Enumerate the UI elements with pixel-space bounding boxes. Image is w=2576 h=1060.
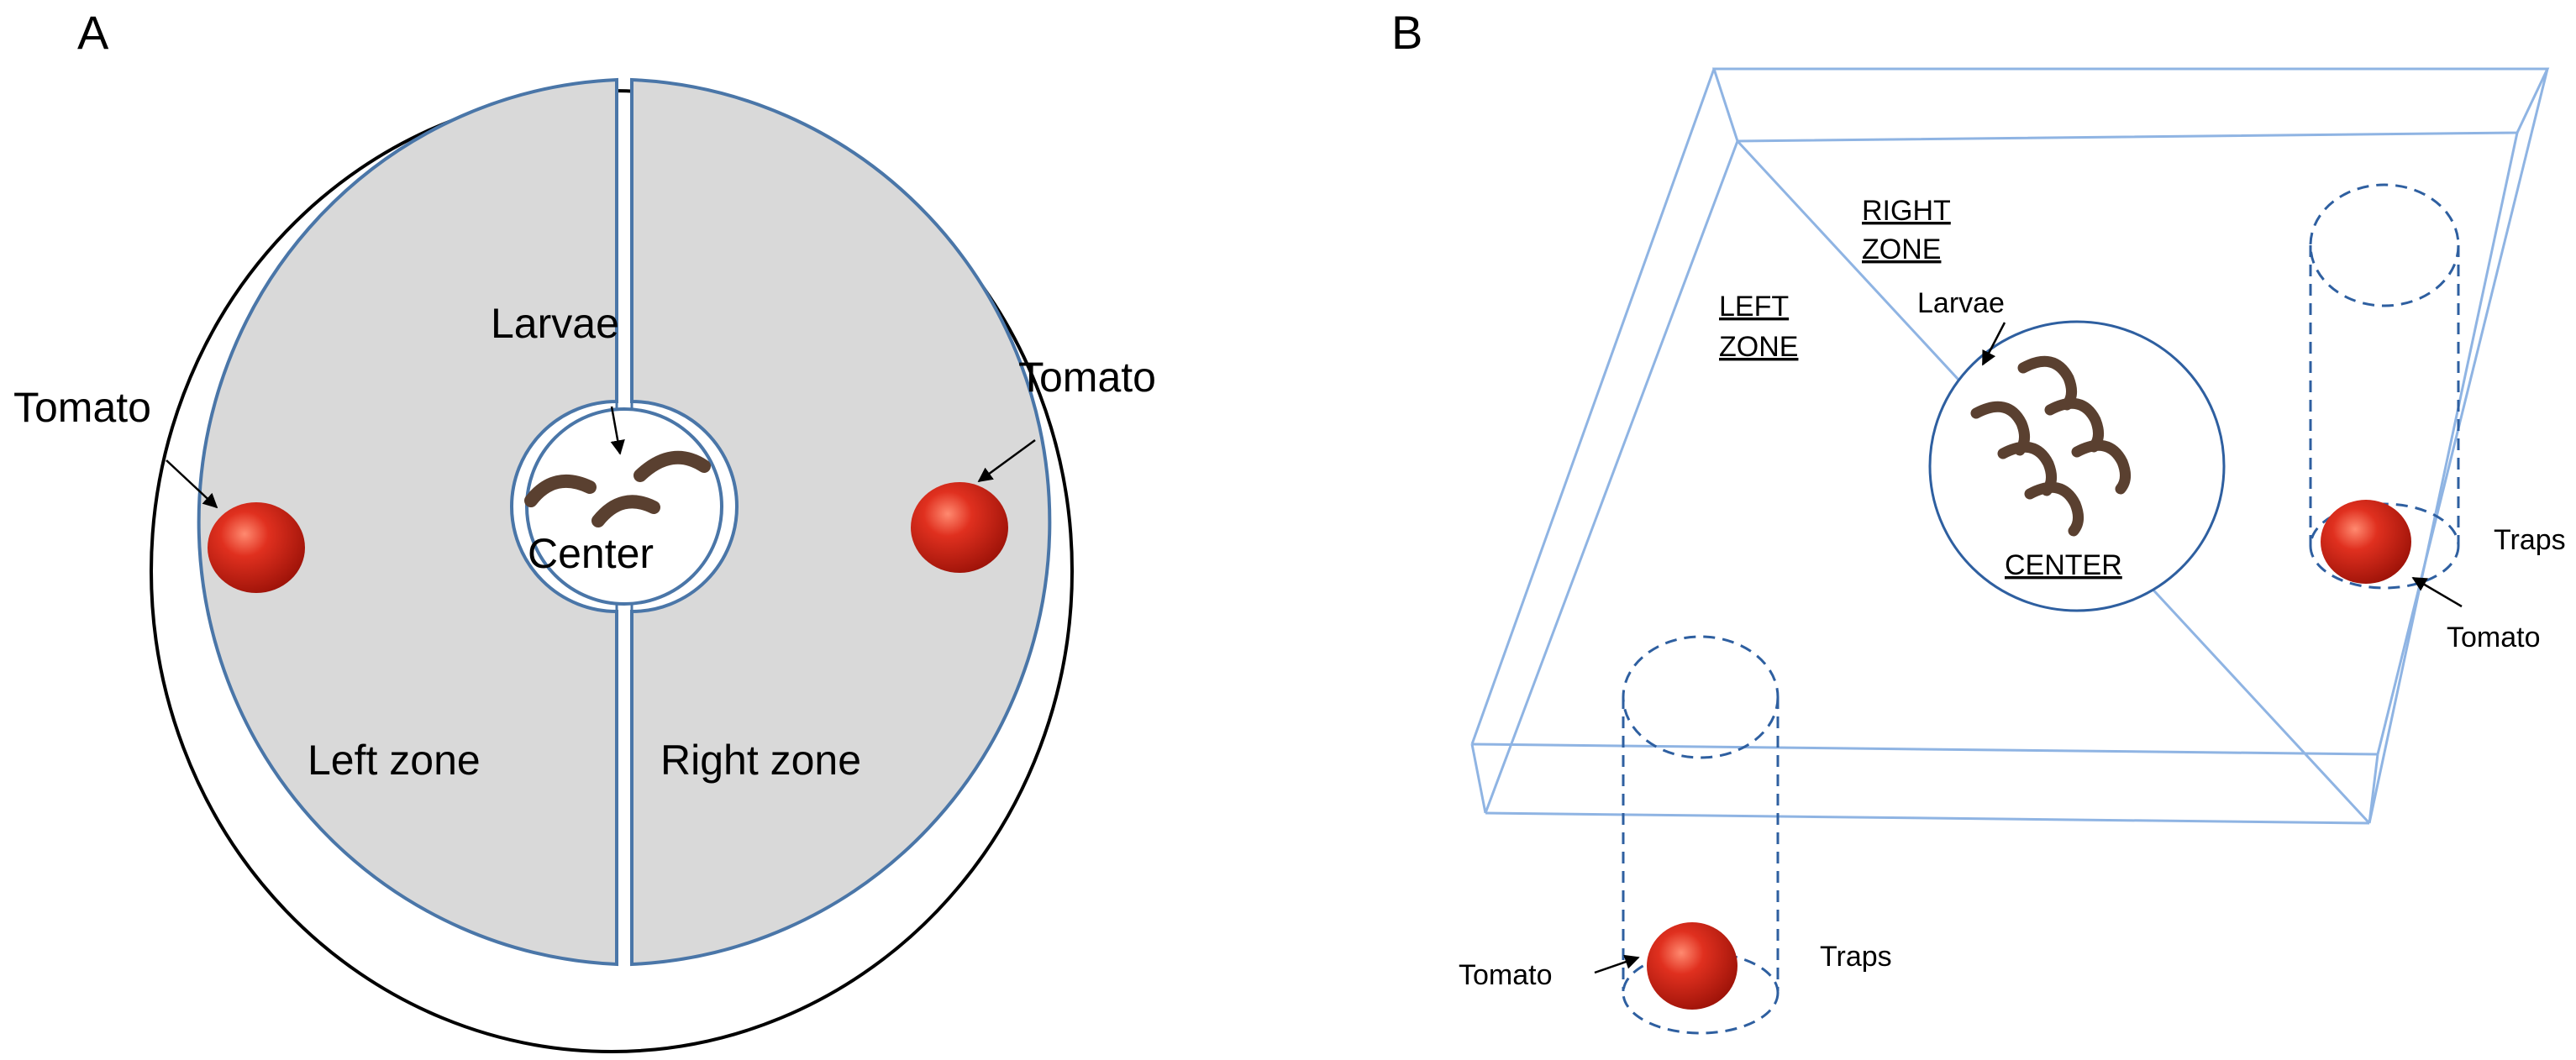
tomato-trap-bottom-icon bbox=[1647, 922, 1737, 1010]
panel-b: B bbox=[1391, 6, 2566, 1035]
panel-a: A Tomato Tomato bbox=[13, 6, 1156, 1053]
larva-icon bbox=[591, 495, 660, 527]
larvae-group-b bbox=[1970, 355, 2131, 537]
panel-b-letter: B bbox=[1391, 6, 1422, 59]
box-top-rim bbox=[1711, 67, 2550, 143]
tomato-bottom-label-b: Tomato bbox=[1459, 959, 1553, 991]
tomato-left-icon bbox=[208, 502, 305, 593]
center-label: Center bbox=[528, 530, 654, 577]
larvae-label-b: Larvae bbox=[1917, 287, 2005, 319]
larvae-label: Larvae bbox=[491, 300, 619, 347]
center-label-b: CENTER bbox=[2005, 549, 2122, 581]
left-zone-label: Left zone bbox=[308, 737, 481, 784]
arrow-larvae bbox=[610, 406, 625, 455]
box-edge bbox=[1470, 68, 1716, 745]
larva-icon bbox=[2071, 439, 2131, 495]
tomato-right-label: Tomato bbox=[1018, 354, 1156, 401]
traps-right-label: Traps bbox=[2494, 524, 2566, 556]
right-zone-line2-label: ZONE bbox=[1862, 234, 1941, 265]
right-zone-label: Right zone bbox=[660, 737, 861, 784]
larvae-group-a bbox=[524, 450, 711, 527]
tomato-right-icon bbox=[911, 482, 1008, 573]
tomato-left-label: Tomato bbox=[13, 384, 151, 431]
left-zone-area bbox=[197, 77, 618, 967]
arrow-tomato-bottom-b bbox=[1594, 954, 1640, 974]
box-edge bbox=[1470, 743, 1487, 814]
panel-a-letter: A bbox=[77, 6, 109, 59]
box-edge bbox=[2368, 753, 2379, 824]
center-circle-b bbox=[1928, 320, 2226, 612]
right-zone-area bbox=[630, 77, 1052, 967]
arrow-tomato-right bbox=[977, 438, 1036, 483]
trap-bottom bbox=[1622, 635, 1780, 1035]
box-edge bbox=[1485, 811, 2370, 825]
larva-icon bbox=[2017, 355, 2077, 411]
left-zone-line2-label: ZONE bbox=[1719, 331, 1798, 363]
arrow-larvae-b bbox=[1981, 322, 2006, 366]
right-zone-line1-label: RIGHT bbox=[1862, 195, 1951, 227]
box-edge bbox=[1471, 743, 2379, 756]
box-edge bbox=[2368, 132, 2519, 824]
larva-icon bbox=[2044, 397, 2104, 453]
arrow-tomato-right-b bbox=[2411, 576, 2463, 608]
arrow-tomato-left bbox=[166, 459, 218, 509]
traps-bottom-label: Traps bbox=[1820, 941, 1892, 973]
larva-icon bbox=[633, 450, 711, 482]
larva-icon bbox=[2024, 481, 2084, 537]
tomato-trap-right-icon bbox=[2321, 500, 2411, 584]
larva-icon bbox=[524, 474, 597, 507]
left-zone-line1-label: LEFT bbox=[1719, 291, 1789, 323]
tomato-right-label-b: Tomato bbox=[2447, 622, 2541, 653]
box-edge bbox=[2376, 68, 2549, 755]
box-edge bbox=[1484, 140, 1739, 814]
